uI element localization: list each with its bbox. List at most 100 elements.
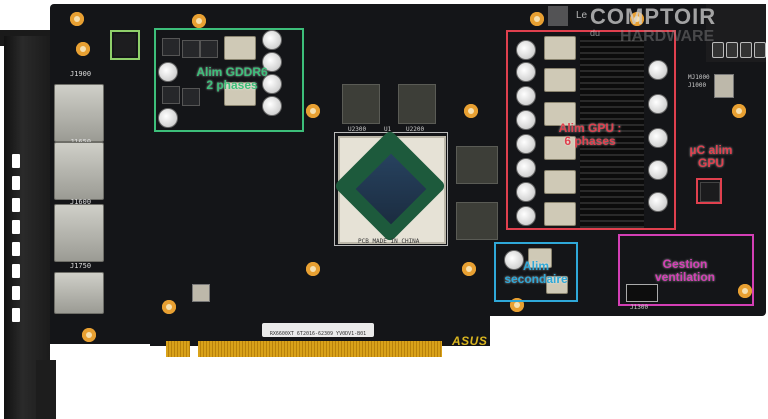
connector-pin	[712, 42, 724, 58]
inductor	[528, 248, 552, 268]
vrm-heatsink	[580, 36, 644, 228]
displayport-3	[54, 204, 104, 262]
gddr6-chip	[398, 84, 436, 124]
silk-label: J1300	[630, 304, 649, 311]
capacitor	[158, 62, 178, 82]
capacitor	[158, 108, 178, 128]
capacitor	[516, 206, 536, 226]
capacitor	[516, 134, 536, 154]
silk-label: U2200	[406, 126, 425, 133]
silk-label: PCB MADE IN CHINA	[358, 238, 420, 245]
capacitor	[504, 250, 524, 270]
mounting-hole	[732, 104, 746, 118]
capacitor	[648, 160, 668, 180]
hdmi-port	[54, 272, 104, 314]
mounting-hole	[82, 328, 96, 342]
inductor	[544, 102, 576, 126]
silk-label: J1600	[70, 198, 92, 206]
inductor	[544, 202, 576, 226]
silk-label: MJ1000	[688, 74, 710, 81]
connector-pin	[726, 42, 738, 58]
pcie-power-connector	[706, 4, 766, 62]
mounting-hole	[306, 104, 320, 118]
annotation-box-uc-alim-gpu	[696, 178, 722, 204]
annotation-box-alim-secondaire	[494, 242, 578, 302]
silk-label: J1750	[70, 262, 92, 270]
mosfet	[182, 40, 200, 58]
silk-label: U2300	[348, 126, 367, 133]
bracket-vent	[12, 264, 20, 278]
annotation-box-small-chip	[110, 30, 140, 60]
annotation-label-alim-secondaire: Alim secondaire	[504, 259, 568, 286]
inductor	[192, 284, 210, 302]
capacitor	[262, 52, 282, 72]
connector-pin	[740, 42, 752, 58]
annotation-label-uc-alim-gpu: µC alim GPU	[689, 143, 733, 170]
inductor	[544, 68, 576, 92]
bracket-vent	[12, 308, 20, 322]
silk-label: J1900	[70, 70, 92, 78]
watermark-title: COMPTOIR	[590, 4, 717, 29]
mosfet	[162, 38, 180, 56]
io-bracket	[4, 36, 50, 419]
bracket-vent	[12, 176, 20, 190]
annotation-label-alim-gddr6: Alim GDDR6 2 phases	[196, 65, 268, 92]
mosfet	[200, 40, 218, 58]
mounting-hole	[630, 12, 644, 26]
gddr6-chip	[456, 202, 498, 240]
annotation-box-alim-gddr6	[154, 28, 304, 132]
gddr6-chip	[342, 84, 380, 124]
inductor	[224, 82, 256, 106]
inductor	[544, 170, 576, 194]
capacitor	[516, 62, 536, 82]
bracket-vent	[12, 286, 20, 300]
watermark-prefix2: du	[590, 28, 601, 38]
mounting-hole	[530, 12, 544, 26]
mosfet	[182, 88, 200, 106]
inductor	[544, 136, 576, 160]
mounting-hole	[162, 300, 176, 314]
capacitor	[516, 110, 536, 130]
serial-sticker: RX6600XT 6T2016-62309 YV0DV1-B01 PC0001	[262, 323, 374, 337]
capacitor	[516, 158, 536, 178]
watermark-prefix: Le	[576, 10, 588, 21]
inductor	[544, 36, 576, 60]
gddr6-chip	[456, 146, 498, 184]
mosfet	[162, 86, 180, 104]
silk-label: U1	[384, 126, 392, 133]
annotation-box-alim-gpu	[506, 30, 676, 230]
asus-logo: ASUS	[452, 334, 488, 348]
inductor	[546, 276, 568, 294]
bracket-vent	[12, 154, 20, 168]
mounting-hole	[306, 262, 320, 276]
watermark-logo-icon	[548, 6, 568, 26]
capacitor	[262, 74, 282, 94]
inductor	[224, 36, 256, 60]
capacitor	[262, 30, 282, 50]
pcie-fingers	[198, 341, 442, 357]
bracket-vent	[12, 220, 20, 234]
capacitor	[262, 96, 282, 116]
displayport-2	[54, 142, 104, 200]
mounting-hole	[462, 262, 476, 276]
capacitor	[648, 60, 668, 80]
mounting-hole	[192, 14, 206, 28]
capacitor	[516, 182, 536, 202]
inductor	[714, 74, 734, 98]
mounting-hole	[738, 284, 752, 298]
displayport-1	[54, 84, 104, 142]
watermark-subtitle: HARDWARE	[620, 28, 715, 45]
controller-chip	[114, 34, 136, 56]
capacitor	[648, 128, 668, 148]
capacitor	[516, 86, 536, 106]
mounting-hole	[76, 42, 90, 56]
fan-connector	[626, 284, 658, 302]
annotation-label-gestion-ventilation: Gestion ventilation	[654, 257, 715, 284]
annotation-box-gestion-ventilation	[618, 234, 754, 306]
connector-pin	[754, 42, 766, 58]
mounting-hole	[70, 12, 84, 26]
capacitor	[648, 94, 668, 114]
capacitor	[516, 40, 536, 60]
bracket-tab	[36, 360, 56, 419]
silk-label: J1000	[688, 82, 707, 89]
